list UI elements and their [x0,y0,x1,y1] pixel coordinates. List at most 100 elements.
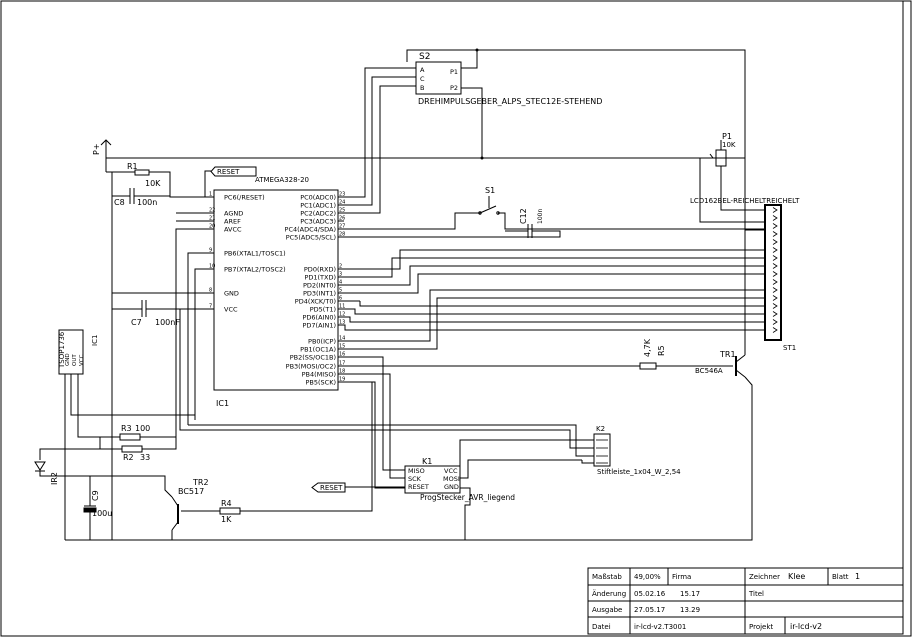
lcd-pin-contact [772,231,778,237]
reset-net-label-2: RESET [311,482,346,493]
ic1-pin-label: PB5(SCK) [305,379,336,387]
ic1-pin-number: 14 [339,336,345,342]
lcd-pin-contact [772,215,778,221]
c12-value: 100n [537,209,544,224]
lcd-pin-contact [772,279,778,285]
ic1-pin-number: 13 [339,320,345,326]
lcd-pin-contact [772,263,778,269]
s2-pin-b: B [420,84,424,92]
title-block: Maßstab 49,00% Firma Zeichner Klee Blatt… [587,567,904,635]
s2-value: DREHIMPULSGEBER_ALPS_STEC12E-STEHEND [418,97,602,106]
r4-resistor: R4 1K [219,499,241,524]
k1-value: ProgStecker_AVR_liegend [420,493,515,502]
reset-label2-text: RESET [320,484,343,492]
ic1-pin-number: 3 [339,272,342,278]
ic1-pin-number: 4 [339,280,342,286]
tr1-transistor: TR1 BC546A [695,350,746,378]
c9-name: C9 [91,490,100,501]
tb-datei-value: ir-lcd-v2.T3001 [634,623,686,631]
k2-value: Stiftleiste_1x04_W_2,54 [597,468,681,476]
lcd-pin-contact [772,319,778,325]
ic1-pin-label: AGND [224,210,243,218]
ic1-pin-label: PB2(SS/OC1B) [290,354,336,362]
r5-value: 4,7K [643,338,652,357]
ic1-pin-label: PC5(ADC5/SCL) [286,234,336,242]
tb-ausgabe-label: Ausgabe [592,606,622,614]
ic1-pin-label: PD1(TXD) [304,274,336,282]
r1-resistor: R1 10K [127,162,161,188]
r1-value: 10K [145,179,161,188]
ir-pin-out: OUT [72,354,78,366]
ic1-pin-number: 23 [339,192,345,198]
k2-name: K2 [596,425,605,433]
ic1-pin-number: 12 [339,312,345,318]
c9-capacitor: C9 100u [83,490,112,518]
ic1-pin-label: PD0(RXD) [304,266,336,274]
c12-name: C12 [519,208,528,224]
ir-pin-gnd: GND [65,353,71,366]
tb-zeichner-value: Klee [788,572,805,581]
ic1-pin-number: 2 [339,264,342,270]
r3-value: 100 [135,424,150,433]
ic1-pin-number: 19 [339,377,345,383]
tb-ausgabe-date: 27.05.17 [634,606,665,614]
ic1-pin-label: PC1(ADC1) [300,202,336,210]
tr2-name: TR2 [192,478,209,487]
c9-value: 100u [92,509,112,518]
k1-pin-miso: MISO [408,467,425,475]
ic1-pin-number: 26 [339,216,345,222]
ic1-pin-label: GND [224,290,239,298]
lcd-pin-contact [772,223,778,229]
ic1-pin-label: PD3(INT1) [303,290,336,298]
ic1-pin-number: 11 [339,304,345,310]
ir-receiver: TSOP1736 IC1 GND OUT VCC [58,329,99,375]
ic1-pin-label: PD6(AIN0) [303,314,337,322]
ir-led-name: IR2 [50,472,59,485]
ic1-pin-number: 16 [339,352,345,358]
k1-name: K1 [422,457,432,466]
ic1-pin-number: 15 [339,344,345,350]
reset-label-text: RESET [217,168,240,176]
k1-pin-sck: SCK [408,475,422,483]
ic1-pin-label: PD4(XCK/T0) [295,298,336,306]
tb-ausgabe-time: 13.29 [680,606,700,614]
lcd-pin-contact [772,287,778,293]
lcd-pin-contact [772,239,778,245]
p-plus-supply: P+ [92,139,112,155]
s2-name: S2 [419,52,430,62]
tb-aenderung-date: 05.02.16 [634,590,666,598]
lcd-pin-contact [772,303,778,309]
tb-blatt-value: 1 [855,572,860,581]
tb-projekt-value: ir-lcd-v2 [790,622,822,631]
k1-pin-mosi: MOSI [443,475,460,483]
ic1-pin-label: PC0(ADC0) [300,194,336,202]
p1-name: P1 [722,132,732,141]
k1-pin-vcc: VCC [444,467,458,475]
ic1-pin-number: 6 [339,296,342,302]
ic1-pin-label: PB7(XTAL2/TOSC2) [224,266,286,274]
ic1-pin-label: PB6(XTAL1/TOSC1) [224,250,286,258]
lcd-pin-contact [772,271,778,277]
ic1-pin-label: PC3(ADC3) [300,218,336,226]
ir-name: IC1 [91,335,99,346]
lcd-pin-contact [772,327,778,333]
r4-name: R4 [221,499,232,508]
ic1-pin-label: AREF [224,218,241,226]
ic1-pin-label: VCC [224,306,238,314]
ic1-pin-label: PB3(MOSI/OC2) [286,363,336,371]
p1-value: 10K [722,141,736,149]
tb-massstab-label: Maßstab [592,573,622,581]
c12-capacitor: C12 100n [519,208,544,238]
lcd-pin-contact [772,295,778,301]
tb-datei-label: Datei [592,623,611,631]
tr2-transistor: TR2 BC517 [171,478,209,531]
ic1-pin-number: 20 [209,224,215,230]
tr2-value: BC517 [178,487,204,496]
tb-blatt-label: Blatt [832,573,849,581]
ic1-pin-number: 1 [209,192,212,198]
tr1-name: TR1 [719,350,736,359]
ic1-pin-label: PD2(INT0) [303,282,336,290]
ir-part: TSOP1736 [58,331,66,369]
